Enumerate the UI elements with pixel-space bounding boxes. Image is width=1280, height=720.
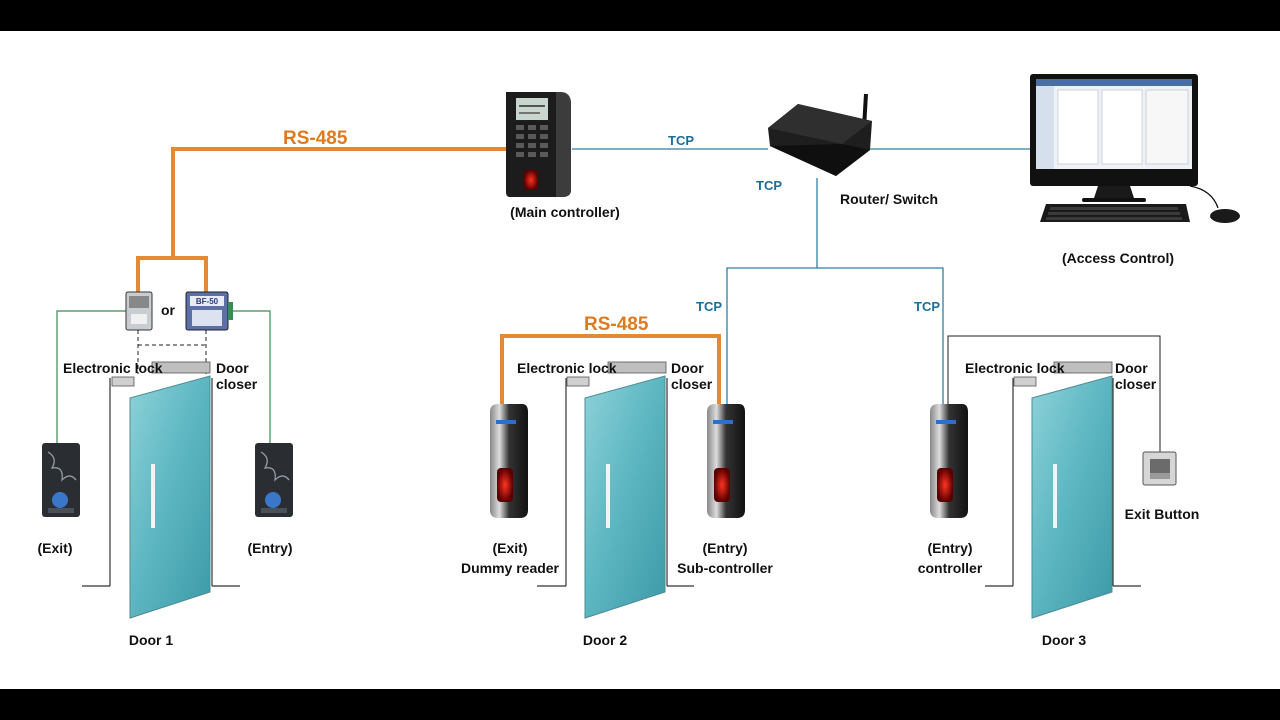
- door2-lock-label: Electronic lock: [517, 360, 617, 376]
- door2-electronic-lock: [566, 376, 590, 387]
- door3-closer-label-2: closer: [1115, 376, 1157, 392]
- door2-closer: [607, 361, 667, 374]
- door3-name-label: Door 3: [1042, 632, 1087, 648]
- door2-closer-label-1: Door: [671, 360, 704, 376]
- door1-wiring: [56, 310, 271, 443]
- door2-name-label: Door 2: [583, 632, 628, 648]
- door3-closer-label-1: Door: [1115, 360, 1148, 376]
- tcp-network-links: [572, 148, 1030, 405]
- door2-exit-label-2: Dummy reader: [461, 560, 560, 576]
- door3-entry-label-1: (Entry): [927, 540, 972, 556]
- door1-exit-label: (Exit): [38, 540, 73, 556]
- door1-glass-panel: [129, 375, 211, 619]
- tcp-door2-label: TCP: [696, 299, 722, 314]
- door2-entry-label-1: (Entry): [702, 540, 747, 556]
- door3-lock-label: Electronic lock: [965, 360, 1065, 376]
- access-control-pc: [1030, 74, 1240, 223]
- rs485-door2-label: RS-485: [584, 314, 649, 335]
- door1-closer-label-2: closer: [216, 376, 258, 392]
- door2-dummy-reader: [490, 404, 528, 518]
- door1-closer: [151, 361, 211, 374]
- exit-button-label: Exit Button: [1125, 506, 1200, 522]
- door3-entry-label-2: controller: [918, 560, 983, 576]
- door1-lock-label: Electronic lock: [63, 360, 163, 376]
- door1-entry-reader: [255, 443, 293, 517]
- door1-exit-reader: [42, 443, 80, 517]
- door3-controller-reader: [930, 404, 968, 518]
- door1-electronic-lock: [111, 376, 135, 387]
- rs485-door2-link: [500, 334, 721, 405]
- door3-assembly: [985, 361, 1141, 619]
- main-controller-device: [506, 92, 571, 197]
- tcp-main-label: TCP: [668, 133, 694, 148]
- door2-glass-panel: [584, 375, 666, 619]
- exit-button-wiring: [947, 335, 1161, 452]
- door2-entry-label-2: Sub-controller: [677, 560, 773, 576]
- keypad: [516, 125, 548, 157]
- router-switch-device: [768, 93, 872, 176]
- door1-closer-label-1: Door: [216, 360, 249, 376]
- access-control-label: (Access Control): [1062, 250, 1174, 266]
- door1-entry-label: (Entry): [247, 540, 292, 556]
- router-label: Router/ Switch: [840, 191, 938, 207]
- door1-name-label: Door 1: [129, 632, 174, 648]
- converter-badge-label: BF-50: [196, 297, 219, 306]
- rs485-top-label: RS-485: [283, 128, 348, 149]
- converter-small: [125, 291, 153, 331]
- controller-screen: [516, 98, 548, 120]
- door2-closer-label-2: closer: [671, 376, 713, 392]
- tcp-door3-label: TCP: [914, 299, 940, 314]
- door2-assembly: [537, 361, 694, 619]
- door3-closer: [1053, 361, 1113, 374]
- fingerprint-sensor: [524, 170, 538, 190]
- exit-button-device: [1142, 451, 1177, 486]
- door1-assembly: [82, 361, 240, 619]
- converter-bf50: BF-50: [185, 291, 233, 331]
- door2-exit-label-1: (Exit): [493, 540, 528, 556]
- converter-or-label: or: [161, 302, 176, 318]
- door3-electronic-lock: [1013, 376, 1037, 387]
- door2-sub-controller-reader: [707, 404, 745, 518]
- tcp-router-label: TCP: [756, 178, 782, 193]
- mouse: [1210, 209, 1240, 223]
- main-controller-label: (Main controller): [510, 204, 620, 220]
- door3-glass-panel: [1031, 375, 1113, 619]
- rs485-top-link: [136, 147, 506, 292]
